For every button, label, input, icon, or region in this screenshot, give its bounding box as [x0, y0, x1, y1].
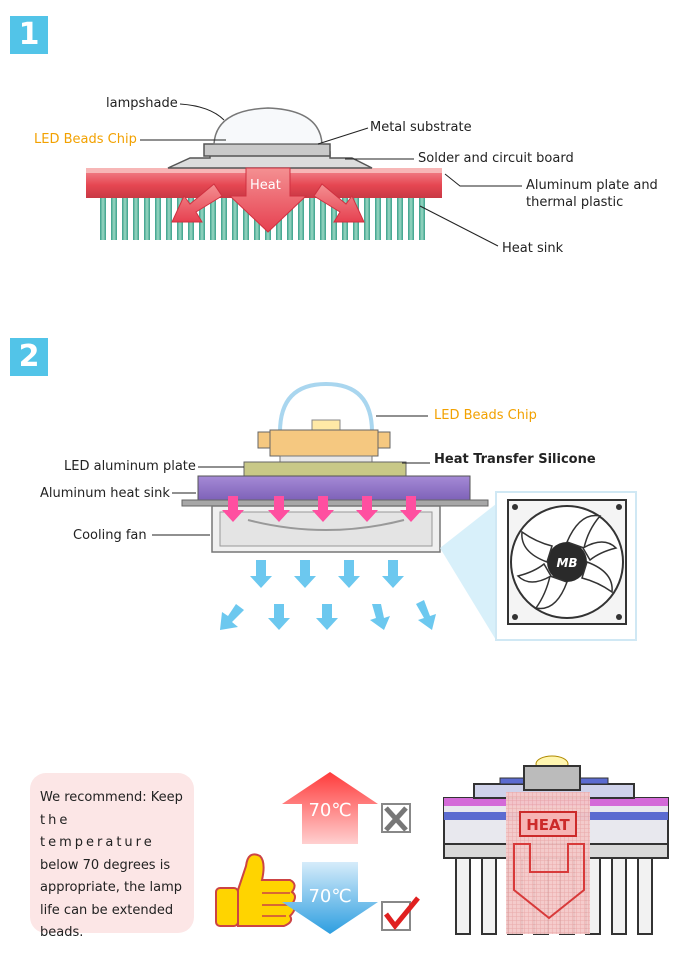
cooling-fan-image: [495, 491, 637, 641]
diagram2-leaders: [152, 415, 430, 536]
recommendation-box: We recommend: Keep the temperature below…: [30, 773, 194, 940]
led-chip-body: [269, 429, 379, 457]
chip-top: [311, 419, 341, 431]
airflow-arrows: [220, 560, 436, 630]
temp-low-arrow: [282, 862, 378, 934]
led-aluminum-plate: [243, 461, 407, 477]
fan-logo: MB: [556, 556, 577, 570]
recommendation-line-6: beads.: [40, 925, 84, 940]
check-icon: [381, 896, 420, 931]
label-cooling-fan: Cooling fan: [73, 528, 147, 543]
heat-zone-label: HEAT: [526, 816, 570, 834]
aluminum-heat-sink: [197, 475, 471, 503]
heat-sink-base: [181, 499, 489, 507]
recommendation-line-2: the temperature: [40, 812, 155, 851]
heatsink-cross-section: [443, 755, 669, 935]
thumbs-up-icon: [215, 853, 296, 927]
led-dome: [278, 381, 374, 433]
heat-flow-arrows: [222, 496, 422, 522]
label-aluminum-plate-line1: Aluminum plate and: [526, 178, 658, 193]
label-lampshade: lampshade: [106, 96, 178, 111]
cross-icon: [381, 803, 411, 833]
section-1-badge: 1: [10, 16, 48, 54]
label-aluminum-plate-line2: thermal plastic: [526, 195, 624, 210]
label-heat-sink: Heat sink: [502, 241, 564, 256]
diagram1-leaders: [140, 103, 522, 247]
recommendation-line-3: below 70 degrees is: [40, 857, 171, 873]
fan-zoom-wedge: [440, 504, 496, 640]
label-heat-transfer-silicone: Heat Transfer Silicone: [434, 452, 596, 467]
lampshade: [213, 107, 323, 145]
heat-arrow-center: [228, 167, 308, 233]
temp-high-arrow: [282, 772, 378, 844]
label-led-beads-chip-2: LED Beads Chip: [434, 408, 537, 423]
temp-high-label: 70℃: [308, 800, 351, 821]
label-aluminum-heat-sink: Aluminum heat sink: [40, 486, 170, 501]
metal-substrate: [203, 143, 331, 157]
label-led-beads-chip-1: LED Beads Chip: [34, 132, 137, 147]
section-2-badge: 2: [10, 338, 48, 376]
heat-arrow-left: [171, 183, 223, 223]
label-metal-substrate: Metal substrate: [370, 120, 472, 135]
recommendation-line-5: life can be extended: [40, 902, 174, 918]
heat-sink-fins: [100, 196, 425, 240]
label-solder-circuit-board: Solder and circuit board: [418, 151, 574, 166]
heat-transfer-silicone: [279, 455, 373, 463]
recommendation-line-1: We recommend: Keep: [40, 790, 183, 805]
heat-arrow-right: [313, 183, 365, 223]
heat-arrow-label: Heat: [250, 178, 281, 193]
recommendation-line-4: appropriate, the lamp: [40, 880, 182, 895]
temp-low-label: 70℃: [308, 886, 351, 907]
label-led-aluminum-plate: LED aluminum plate: [64, 459, 196, 474]
